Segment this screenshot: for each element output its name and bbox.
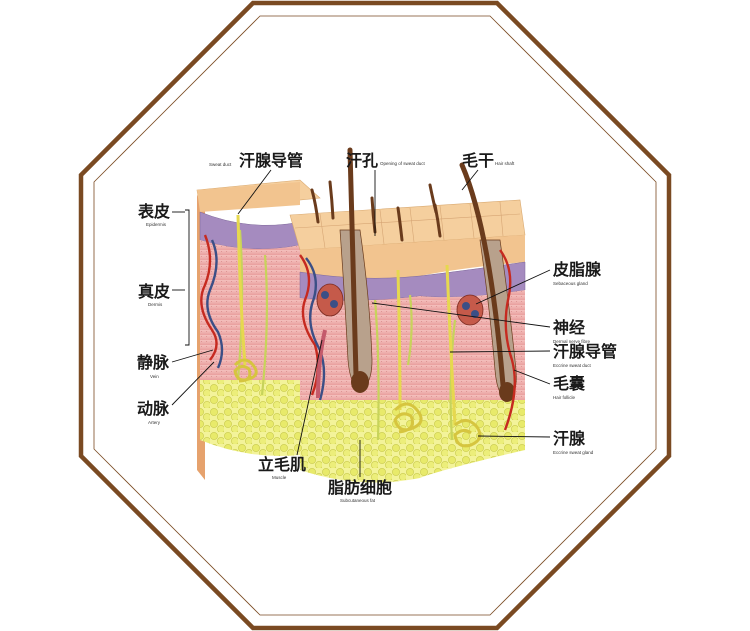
label-dermis-zh: 真皮 [138,282,170,301]
leader-line [513,369,551,385]
label-sweat-pore-zh: 汗孔 [346,151,378,170]
label-sebaceous-gland-en: Sebaceous gland [553,281,588,286]
label-epidermis-en: Epidermis [146,222,167,227]
label-sweat-pore-en: Opening of sweat duct [380,161,426,166]
label-artery-en: Artery [148,420,161,425]
label-nerve-zh: 神经 [553,318,585,337]
leader-line [171,361,215,406]
label-vein-en: Vein [150,374,159,379]
left-skin-block [196,179,321,480]
label-fat-cells: 脂肪细胞 Subcutaneous fat [328,440,392,503]
leader-line [296,339,323,456]
label-fat-cells-en: Subcutaneous fat [340,498,376,503]
hair-follicle-center [339,147,373,393]
label-sweat-gland-en: Eccrine sweat gland [553,450,594,455]
hair-strands [310,180,442,242]
sweat-ducts [236,214,457,426]
label-artery-zh: 动脉 [137,399,170,418]
layer-bracket [185,209,190,346]
sebaceous-gland-center [316,283,344,317]
label-vein-zh: 静脉 [137,353,170,372]
sweat-glands [233,358,482,448]
label-eccrine-duct: 汗腺导管 Eccrine sweat duct [449,342,617,368]
label-nerve: 神经 Dermal nerve fibre [371,302,591,344]
label-sweat-duct-top-zh: 汗腺导管 [239,151,303,170]
label-dermis-en: Dermis [148,302,163,307]
label-epidermis: 表皮 Epidermis [137,202,185,227]
label-dermis: 真皮 Dermis [138,282,185,307]
label-sebaceous-gland: 皮脂腺 Sebaceous gland [475,260,602,305]
label-sweat-duct-top: 汗腺导管 Sweat duct [209,151,303,215]
arrector-muscle [316,329,327,399]
label-sweat-gland-zh: 汗腺 [553,429,586,448]
label-epidermis-zh: 表皮 [137,202,170,221]
label-hair-follicle-en: Hair follicle [553,395,576,400]
leader-line [171,349,214,363]
leader-line [461,169,479,191]
label-arrector-muscle-zh: 立毛肌 [258,455,306,474]
leader-line [371,302,551,328]
label-vein: 静脉 Vein [137,349,214,379]
label-arrector-muscle-en: Muscle [272,475,287,480]
outer-octagon-frame [78,0,672,631]
label-fat-cells-zh: 脂肪细胞 [328,478,392,497]
skin-block-illustration [185,147,526,483]
label-eccrine-duct-zh: 汗腺导管 [553,342,617,361]
label-hair-shaft: 毛干 Hair shaft [461,151,515,191]
leader-line [475,269,551,305]
label-hair-follicle-zh: 毛囊 [553,374,586,393]
inner-octagon-frame [93,15,657,616]
label-sweat-gland: 汗腺 Eccrine sweat gland [477,429,594,455]
label-artery: 动脉 Artery [137,361,215,425]
blood-vessels [200,234,516,431]
sebaceous-gland-right [456,294,484,326]
leader-line [237,169,272,215]
label-sweat-pore: 汗孔 Opening of sweat duct [346,151,426,236]
leader-line [449,350,551,353]
label-eccrine-duct-en: Eccrine sweat duct [553,363,592,368]
label-hair-shaft-zh: 毛干 [462,151,494,170]
label-sebaceous-gland-zh: 皮脂腺 [552,260,602,279]
label-sweat-duct-top-en: Sweat duct [209,162,232,167]
leader-line [477,435,551,438]
label-hair-shaft-en: Hair shaft [495,161,515,166]
label-hair-follicle: 毛囊 Hair follicle [513,369,586,400]
label-arrector-muscle: 立毛肌 Muscle [258,339,323,480]
label-nerve-en: Dermal nerve fibre [553,339,591,344]
